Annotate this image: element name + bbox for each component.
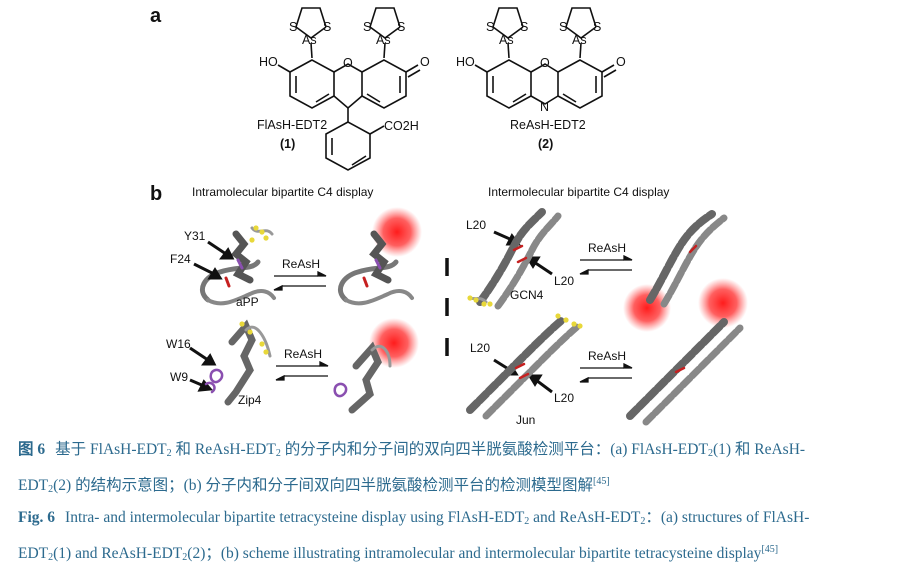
residue-label-y31: Y31 bbox=[184, 229, 206, 243]
reash-edt2-structure bbox=[474, 7, 617, 109]
svg-text:N: N bbox=[540, 100, 549, 114]
jun-cysteine-markers bbox=[555, 313, 583, 329]
caption-en-line2: EDT2(1) and ReAsH-EDT2(2)；(b) scheme ill… bbox=[18, 544, 779, 563]
gcn4-name: GCN4 bbox=[510, 288, 544, 302]
zip4-name: Zip4 bbox=[238, 393, 262, 407]
residue-label-gcn4-l20-top: L20 bbox=[466, 218, 486, 232]
svg-text:O: O bbox=[420, 55, 430, 69]
fluorescence-glow-zip4 bbox=[369, 318, 419, 368]
intermolecular-title: Intermolecular bipartite C4 display bbox=[488, 185, 669, 199]
gcn4-cysteine-markers bbox=[467, 295, 493, 307]
panel-b-label: b bbox=[150, 183, 162, 205]
svg-text:S: S bbox=[363, 20, 371, 34]
app-cysteine-markers bbox=[249, 225, 269, 243]
svg-text:As: As bbox=[376, 33, 391, 47]
gcn4-coiled-coil-labeled bbox=[646, 210, 728, 308]
svg-text:CO2H: CO2H bbox=[384, 119, 419, 133]
fluorescence-glow-jun bbox=[698, 278, 748, 328]
panel-a-label: a bbox=[150, 5, 162, 27]
equilibrium-arrows bbox=[273, 254, 633, 383]
app-name: aPP bbox=[236, 295, 259, 309]
svg-text:S: S bbox=[559, 20, 567, 34]
svg-text:As: As bbox=[572, 33, 587, 47]
svg-text:HO: HO bbox=[259, 55, 278, 69]
jun-coiled-coil-labeled bbox=[626, 318, 744, 426]
residue-label-f24: F24 bbox=[170, 252, 191, 266]
residue-label-gcn4-l20-bottom: L20 bbox=[554, 274, 574, 288]
jun-coiled-coil bbox=[466, 316, 582, 420]
reash-label-jun: ReAsH bbox=[588, 349, 626, 363]
svg-text:S: S bbox=[289, 20, 297, 34]
reash-label-app: ReAsH bbox=[282, 257, 320, 271]
residue-label-jun-l20-bottom: L20 bbox=[554, 391, 574, 405]
residue-label-w16: W16 bbox=[166, 337, 191, 351]
reash-label-gcn4: ReAsH bbox=[588, 241, 626, 255]
svg-text:As: As bbox=[302, 33, 317, 47]
reash-edt2-atoms: S S S S As As HO O N O bbox=[456, 20, 626, 114]
reash-label-zip4: ReAsH bbox=[284, 347, 322, 361]
caption-cn-line2: EDT2(2) 的结构示意图；(b) 分子内和分子间双向四半胱氨酸检测平台的检测… bbox=[18, 476, 610, 495]
svg-text:S: S bbox=[486, 20, 494, 34]
figure-6: a S S S S As bbox=[150, 5, 748, 427]
residue-label-w9: W9 bbox=[170, 370, 188, 384]
fluorescence-glow-gcn4 bbox=[623, 284, 671, 332]
flash-edt2-atoms: S S S S As As HO O O CO2H bbox=[259, 20, 430, 133]
svg-text:S: S bbox=[323, 20, 331, 34]
svg-text:O: O bbox=[343, 56, 353, 70]
flash-edt2-name: FlAsH-EDT2 bbox=[257, 118, 327, 132]
jun-name: Jun bbox=[516, 413, 535, 427]
reash-edt2-name: ReAsH-EDT2 bbox=[510, 118, 586, 132]
intramolecular-title: Intramolecular bipartite C4 display bbox=[192, 185, 373, 199]
app-protein-ribbon-labeled bbox=[338, 230, 414, 306]
svg-text:O: O bbox=[540, 56, 550, 70]
svg-text:O: O bbox=[616, 55, 626, 69]
app-protein-ribbon bbox=[200, 226, 276, 306]
svg-text:S: S bbox=[520, 20, 528, 34]
caption-cn-label: 图 6 bbox=[18, 441, 46, 458]
svg-text:As: As bbox=[499, 33, 514, 47]
svg-text:S: S bbox=[397, 20, 405, 34]
residue-label-jun-l20-top: L20 bbox=[470, 341, 490, 355]
zip4-protein-ribbon bbox=[204, 319, 272, 406]
svg-text:S: S bbox=[593, 20, 601, 34]
zip4-cysteine-markers bbox=[239, 321, 269, 355]
svg-text:HO: HO bbox=[456, 55, 475, 69]
caption-en-label: Fig. 6 bbox=[18, 509, 56, 526]
zip4-protein-ribbon-labeled bbox=[333, 341, 392, 414]
flash-edt2-structure bbox=[277, 7, 421, 171]
flash-edt2-number: (1) bbox=[280, 137, 295, 151]
reash-edt2-number: (2) bbox=[538, 137, 553, 151]
